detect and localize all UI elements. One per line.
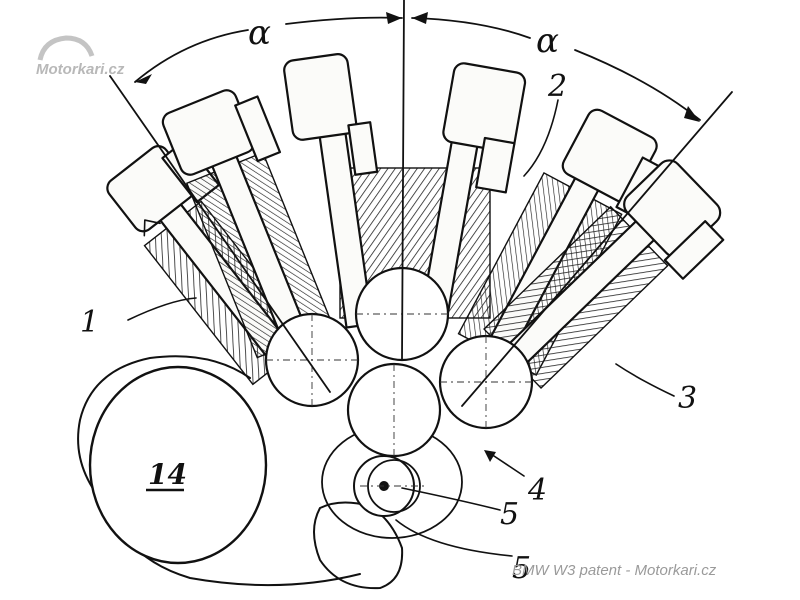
label-5a: 5 bbox=[500, 497, 519, 532]
tire-arc-logo-icon bbox=[37, 35, 95, 61]
angle-label-right: α bbox=[536, 21, 559, 61]
watermark-logo: Motorkari.cz bbox=[36, 35, 125, 78]
label-14: 14 bbox=[148, 458, 187, 491]
label-4: 4 bbox=[527, 473, 547, 508]
caption-watermark: BMW W3 patent - Motorkari.cz bbox=[512, 562, 717, 579]
label-5b: 5 bbox=[512, 551, 531, 586]
angle-label-left: α bbox=[248, 13, 271, 53]
pulley-14: 14 bbox=[77, 355, 361, 587]
part-labels: 1 2 3 4 5 5 bbox=[80, 69, 697, 586]
label-1: 1 bbox=[80, 305, 99, 340]
angle-dimension: α α bbox=[134, 12, 701, 122]
label-3: 3 bbox=[678, 381, 697, 416]
watermark-logo-text: Motorkari.cz bbox=[36, 61, 125, 78]
label-2: 2 bbox=[547, 69, 567, 104]
axis-lines bbox=[109, 0, 733, 407]
